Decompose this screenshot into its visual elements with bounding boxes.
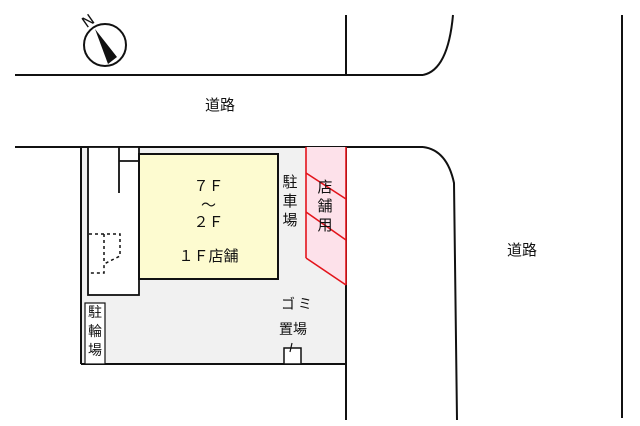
garbage-area-label-line1: ゴミ [281, 297, 315, 313]
stair-corridor [87, 146, 140, 296]
shop-parking-label: 店舗用 [317, 178, 333, 234]
top-road-lines [15, 14, 454, 148]
bicycle-parking-box [84, 302, 106, 365]
building-upper-floor-top: ７Ｆ [193, 177, 224, 195]
building-upper-floor-bottom: ２Ｆ [193, 213, 224, 231]
top-road-label: 道路 [205, 96, 236, 114]
bicycle-parking-label: 駐輪場 [88, 305, 102, 359]
building-ground-floor-shop: １Ｆ店舗 [178, 247, 239, 265]
main-building [138, 153, 279, 280]
parking-label: 駐車場 [282, 173, 298, 229]
shop-parking-zone [305, 147, 347, 286]
site-boundary [80, 147, 346, 365]
garbage-box [283, 342, 302, 365]
garbage-area-label-line2: 置場 [279, 322, 307, 338]
right-road-label: 道路 [507, 241, 538, 259]
north-arrow-icon: N [78, 10, 127, 67]
building-floor-range-symbol: ～ [200, 196, 216, 214]
